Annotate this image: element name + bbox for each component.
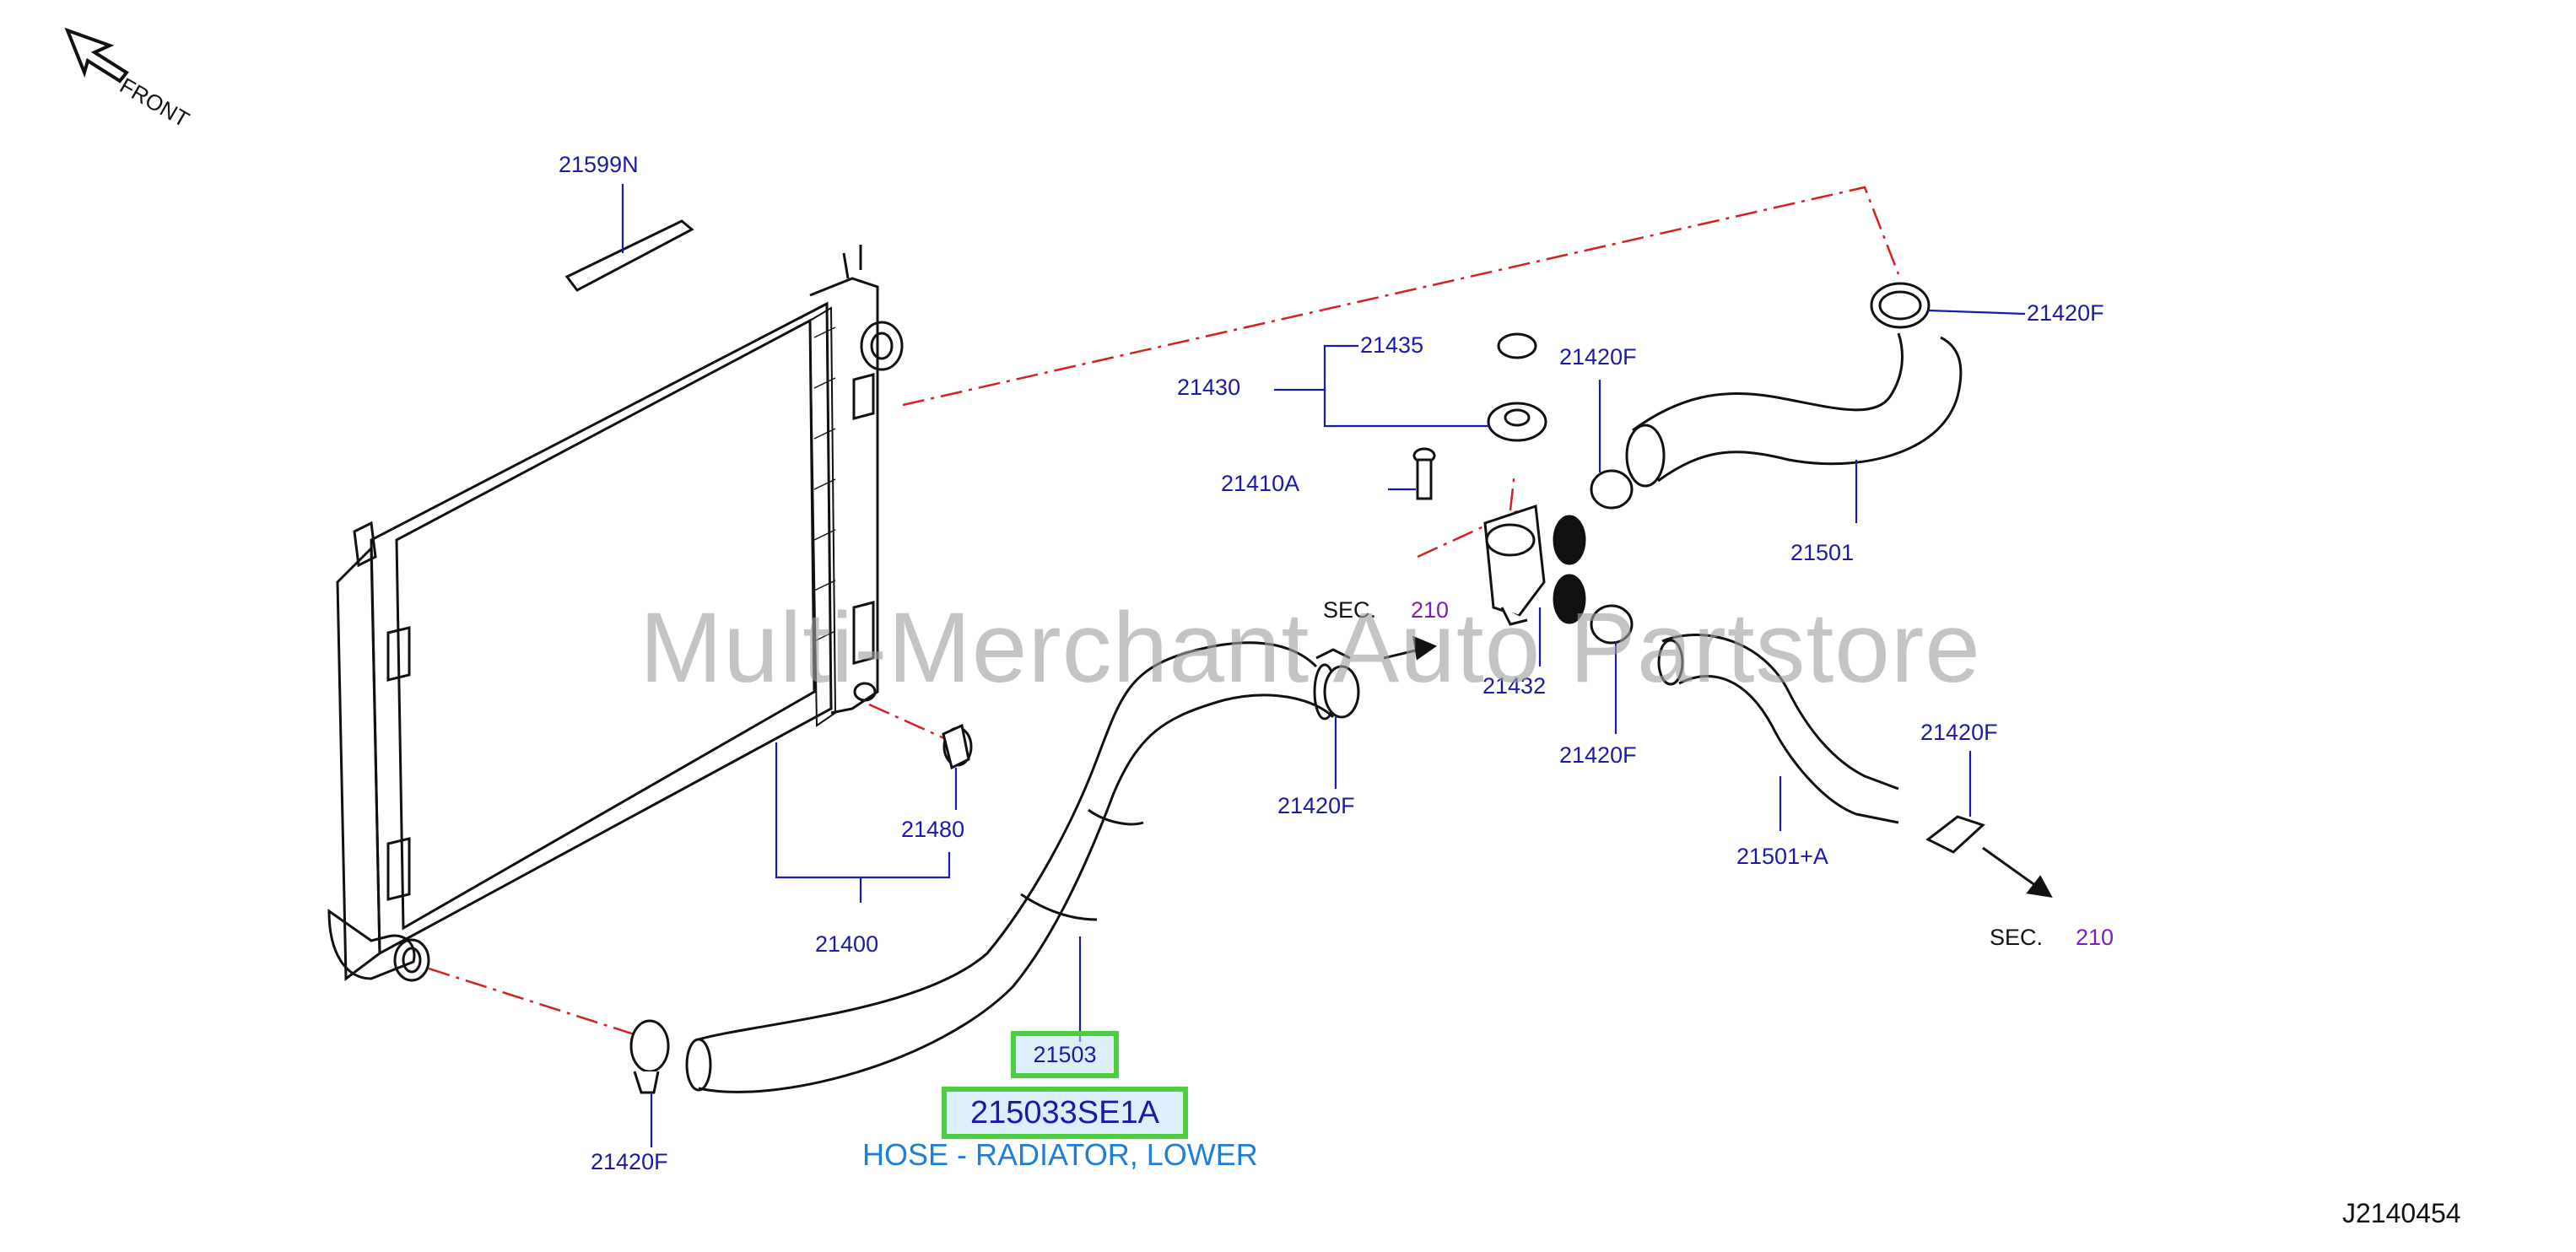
highlight-oem-number-text: 215033SE1A xyxy=(970,1094,1159,1131)
upper-radiator-hose-part xyxy=(1625,332,1963,488)
radiator-cap-part xyxy=(1487,332,1547,442)
radiator-part xyxy=(327,245,904,982)
part-label-21501[interactable]: 21501 xyxy=(1790,540,1855,565)
part-label-21501A[interactable]: 21501+A xyxy=(1736,844,1828,869)
part-label-21430[interactable]: 21430 xyxy=(1177,375,1241,400)
sec-prefix-lower: SEC. xyxy=(1990,925,2044,950)
part-label-21480[interactable]: 21480 xyxy=(901,817,965,842)
clip-part xyxy=(942,723,970,770)
sec-number-upper[interactable]: 210 xyxy=(1411,597,1450,623)
diagram-code: J2140454 xyxy=(2342,1198,2461,1228)
highlight-oem-number[interactable]: 215033SE1A xyxy=(942,1087,1188,1139)
lower-radiator-hose-part xyxy=(685,641,1337,1093)
highlight-part-number-text: 21503 xyxy=(1033,1041,1097,1067)
sec-number-lower[interactable]: 210 xyxy=(2076,925,2114,950)
lower-hose-part xyxy=(1657,634,1899,824)
part-label-21435[interactable]: 21435 xyxy=(1360,332,1424,358)
part-label-21410A[interactable]: 21410A xyxy=(1221,471,1300,496)
highlight-part-number[interactable]: 21503 xyxy=(1011,1031,1119,1078)
leader-lines xyxy=(621,184,2026,1147)
part-label-21420F-bottom[interactable]: 21420F xyxy=(591,1149,668,1174)
front-arrow-icon xyxy=(64,27,129,84)
bolt-part xyxy=(1412,447,1436,500)
sec-arrow-icon xyxy=(1383,635,2053,898)
part-label-21599N[interactable]: 21599N xyxy=(559,152,639,177)
part-label-21420F-top-right[interactable]: 21420F xyxy=(2027,300,2104,326)
thermostat-housing-part xyxy=(1483,504,1586,626)
part-label-21432[interactable]: 21432 xyxy=(1482,673,1547,699)
sec-prefix-upper: SEC. xyxy=(1323,597,1377,623)
part-description: HOSE - RADIATOR, LOWER xyxy=(862,1137,1258,1172)
label-strip-part xyxy=(564,219,694,292)
part-label-21420F-top[interactable]: 21420F xyxy=(1559,344,1637,370)
part-label-21400[interactable]: 21400 xyxy=(815,931,879,957)
part-label-21420F-mid-right[interactable]: 21420F xyxy=(1559,742,1637,768)
part-label-21420F-mid[interactable]: 21420F xyxy=(1277,793,1355,818)
watermark: Multi-Merchant Auto Partstore xyxy=(640,592,1981,704)
part-label-21420F-right[interactable]: 21420F xyxy=(1920,720,1998,745)
